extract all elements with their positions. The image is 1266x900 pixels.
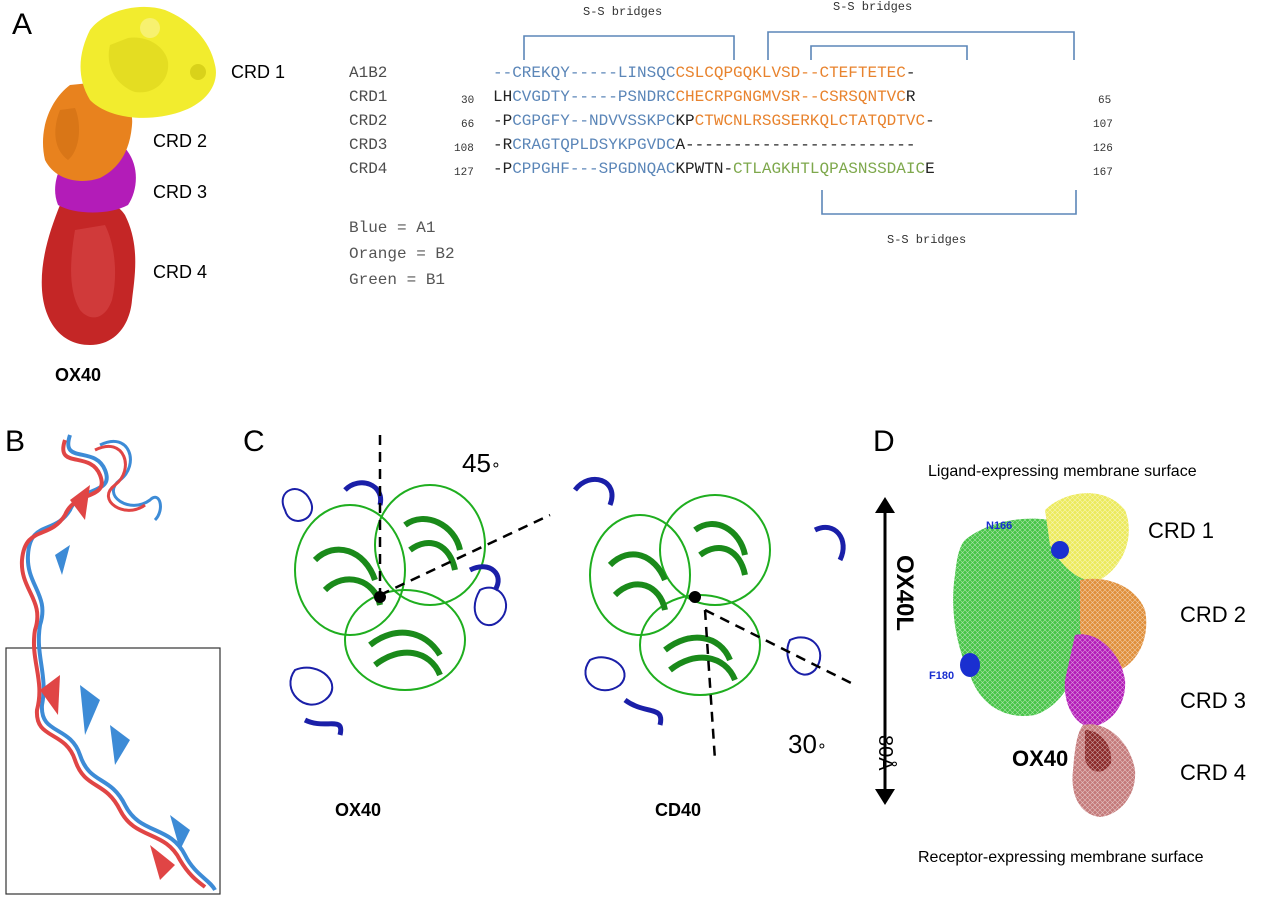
ox40l-ox40-complex-mesh (935, 485, 1175, 835)
angle-45-label: 45∘ (462, 448, 501, 478)
crd4-start-num: 127 (454, 167, 474, 179)
cd40-trimer (573, 476, 856, 761)
d-crd4-label: CRD 4 (1180, 760, 1247, 785)
row-label-crd2: CRD2 (349, 112, 388, 130)
highlight-box (5, 647, 221, 895)
crd3-start-num: 108 (454, 143, 474, 155)
ribbon-superposition (5, 434, 221, 895)
cd40-trimer-label: CD40 (655, 800, 702, 820)
ox40-surface-structure (41, 6, 216, 345)
distance-80a-label: 80Å (874, 735, 896, 771)
ss-bridges-label-1: S-S bridges (583, 5, 663, 19)
ss-bridges-label-2: S-S bridges (833, 0, 913, 14)
panel-a-letter: A (12, 8, 33, 41)
row-label-crd1: CRD1 (349, 88, 388, 106)
ox40-receptor-label: OX40 (1012, 746, 1069, 771)
n166-label: N166 (986, 520, 1013, 532)
ox40l-label: OX40L (891, 555, 918, 632)
crd2-label: CRD 2 (153, 131, 208, 151)
receptor-membrane-label: Receptor-expressing membrane surface (918, 849, 1204, 866)
f180-label: F180 (929, 670, 955, 682)
d-crd1-label: CRD 1 (1148, 518, 1215, 543)
distance-arrow (875, 497, 895, 805)
crd2-end-num: 107 (1093, 119, 1113, 131)
sequence-crd1: LHCVGDTY-----PSNDRCCHECRPGNGMVSR--CSRSQN… (493, 88, 916, 106)
sequence-crd3: -RCRAGTQPLDSYKPGVDCA--------------------… (493, 136, 916, 154)
ox40-trimer-label: OX40 (335, 800, 382, 820)
crd1-label: CRD 1 (231, 62, 286, 82)
panel-d-letter: D (873, 425, 895, 458)
ox40-trimer (281, 435, 551, 736)
row-label-a1b2: A1B2 (349, 64, 388, 82)
legend-blue: Blue = A1 (349, 219, 436, 237)
legend-green: Green = B1 (349, 271, 446, 289)
sequence-crd4: -PCPPGHF---SPGDNQACKPWTN-CTLAGKHTLQPASNS… (493, 160, 935, 178)
disulfide-brackets (523, 31, 1077, 215)
n166-site (1051, 541, 1069, 559)
crd4-label: CRD 4 (153, 262, 208, 282)
crd3-end-num: 126 (1093, 143, 1113, 155)
d-crd2-label: CRD 2 (1180, 602, 1247, 627)
crd1-start-num: 30 (461, 95, 475, 107)
crd2-start-num: 66 (461, 119, 475, 131)
d-crd3-label: CRD 3 (1180, 688, 1247, 713)
sequence-crd2: -PCGPGFY--NDVVSSKPCKPCTWCNLRSGSERKQLCTAT… (493, 112, 935, 130)
row-label-crd3: CRD3 (349, 136, 388, 154)
row-label-crd4: CRD4 (349, 160, 388, 178)
panel-b-letter: B (5, 425, 26, 458)
crd4-end-num: 167 (1093, 167, 1113, 179)
angle-30-label: 30∘ (788, 729, 827, 759)
crd3-label: CRD 3 (153, 182, 208, 202)
ss-bridges-label-3: S-S bridges (887, 233, 967, 247)
ox40-protein-label: OX40 (55, 365, 102, 385)
ligand-membrane-label: Ligand-expressing membrane surface (928, 463, 1197, 480)
legend-orange: Orange = B2 (349, 245, 455, 263)
f180-site (960, 653, 980, 677)
crd1-end-num: 65 (1098, 95, 1112, 107)
trimer-comparison (281, 435, 856, 761)
sequence-a1b2: --CREKQY-----LINSQCCSLCQPGQKLVSD--CTEFTE… (493, 64, 916, 82)
panel-c-letter: C (243, 425, 265, 458)
